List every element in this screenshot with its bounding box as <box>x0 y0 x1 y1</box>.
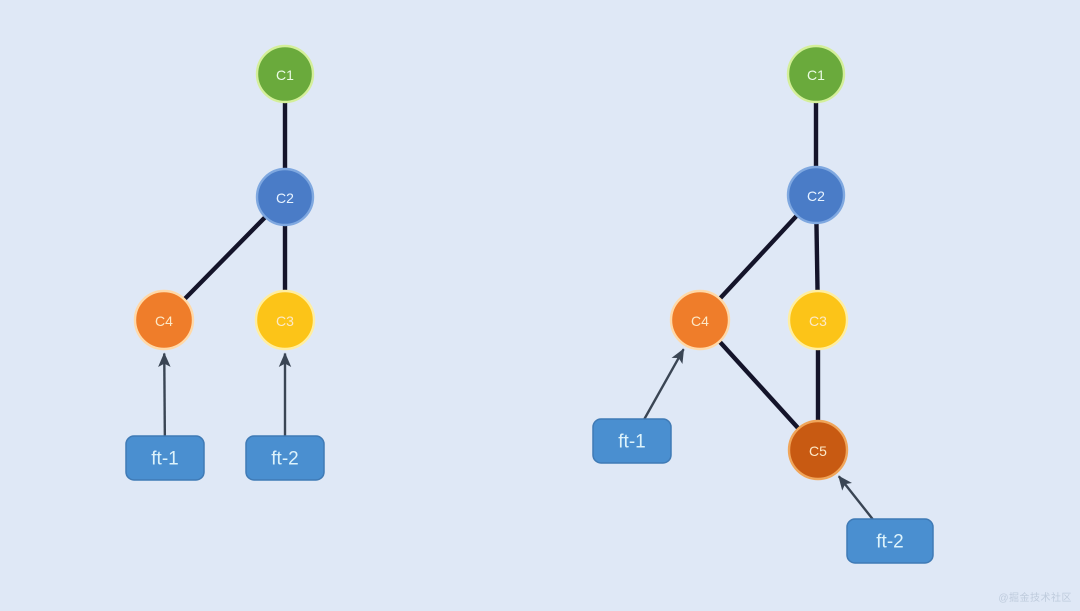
arrow-L-FT1-to-L-C4 <box>158 352 171 437</box>
arrows-layer <box>158 348 874 520</box>
feature-box-shape <box>125 435 205 481</box>
watermark: @掘金技术社区 <box>998 593 1072 604</box>
edge-L-C2-L-C4 <box>181 213 269 303</box>
feature-box-ft-2[interactable]: ft-2 <box>245 435 325 481</box>
commit-node-C3[interactable]: C3 <box>787 289 849 351</box>
edge-R-C2-R-C4 <box>716 212 800 302</box>
commit-node-C4[interactable]: C4 <box>133 289 195 351</box>
edges-layer <box>181 100 821 432</box>
feature-box-ft-2[interactable]: ft-2 <box>846 518 934 564</box>
commit-node-C2[interactable]: C2 <box>255 167 315 227</box>
commit-node-circle <box>255 167 315 227</box>
commit-node-circle <box>254 289 316 351</box>
commit-node-C1[interactable]: C1 <box>786 44 846 104</box>
commit-node-circle <box>786 44 846 104</box>
arrow-R-FT2-to-R-C5 <box>837 475 874 520</box>
feature-box-shape <box>245 435 325 481</box>
commit-node-circle <box>669 289 731 351</box>
commit-node-C3[interactable]: C3 <box>254 289 316 351</box>
commit-node-C4[interactable]: C4 <box>669 289 731 351</box>
edge-R-C2-R-C3 <box>814 220 820 294</box>
commit-node-C1[interactable]: C1 <box>255 44 315 104</box>
commit-node-C5[interactable]: C5 <box>787 419 849 481</box>
commit-node-circle <box>255 44 315 104</box>
feature-box-shape <box>592 418 672 464</box>
feature-box-ft-1[interactable]: ft-1 <box>125 435 205 481</box>
edge-R-C4-R-C5 <box>716 338 802 432</box>
arrow-R-FT1-to-R-C4 <box>643 348 685 420</box>
commit-node-C2[interactable]: C2 <box>786 165 846 225</box>
commit-node-circle <box>786 165 846 225</box>
commit-node-circle <box>787 289 849 351</box>
feature-box-shape <box>846 518 934 564</box>
feature-box-ft-1[interactable]: ft-1 <box>592 418 672 464</box>
commit-node-circle <box>133 289 195 351</box>
commit-node-circle <box>787 419 849 481</box>
